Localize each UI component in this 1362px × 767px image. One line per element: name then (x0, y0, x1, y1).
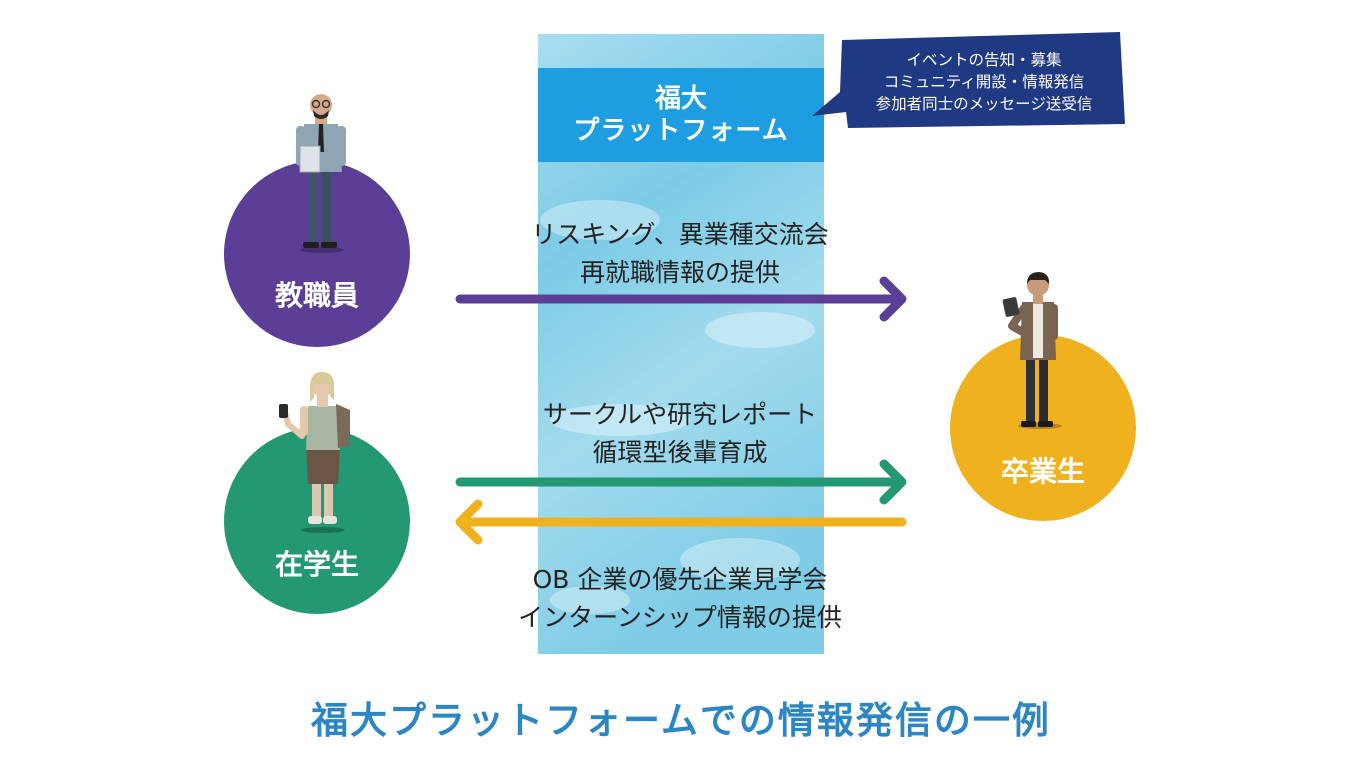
platform-texture (540, 200, 815, 614)
flow-line: リスキング、異業種交流会 (531, 220, 829, 249)
speech-bubble (812, 32, 1125, 128)
speech-bubble-text: イベントの告知・募集 コミュニティ開設・情報発信 参加者同士のメッセージ送受信 (846, 40, 1122, 124)
flow-text-staff: リスキング、異業種交流会 再就職情報の提供 (430, 216, 930, 292)
bubble-line: イベントの告知・募集 (906, 51, 1062, 69)
students-label: 在学生 (274, 548, 359, 581)
flow-line: 循環型後輩育成 (592, 438, 768, 467)
staff-label: 教職員 (274, 279, 359, 312)
flow-text-students: サークルや研究レポート 循環型後輩育成 (430, 396, 930, 472)
staff-circle (224, 161, 410, 347)
alumni-label: 卒業生 (1000, 455, 1085, 488)
arrow-staff-to-alumni (455, 276, 907, 322)
caption: 福大プラットフォームでの情報発信の一例 (311, 699, 1051, 742)
flow-line: 再就職情報の提供 (579, 258, 780, 287)
flow-line: OB 企業の優先企業見学会 (532, 565, 828, 594)
alumni-person-figure (1002, 272, 1062, 429)
bubble-line: コミュニティ開設・情報発信 (883, 73, 1085, 91)
bubble-line: 参加者同士のメッセージ送受信 (875, 95, 1093, 113)
platform-title-line2: プラットフォーム (573, 116, 789, 146)
platform-header (538, 68, 824, 162)
arrow-students-to-alumni (455, 459, 907, 505)
flow-line: サークルや研究レポート (542, 400, 818, 429)
staff-person-figure (296, 94, 346, 253)
student-person-figure (279, 371, 350, 533)
platform-title: 福大 プラットフォーム (538, 68, 824, 162)
flow-text-alumni: OB 企業の優先企業見学会 インターンシップ情報の提供 (430, 561, 930, 637)
flow-line: インターンシップ情報の提供 (518, 603, 842, 632)
alumni-circle (950, 335, 1136, 521)
platform-title-line1: 福大 (654, 84, 707, 114)
arrow-alumni-to-students (455, 499, 907, 545)
